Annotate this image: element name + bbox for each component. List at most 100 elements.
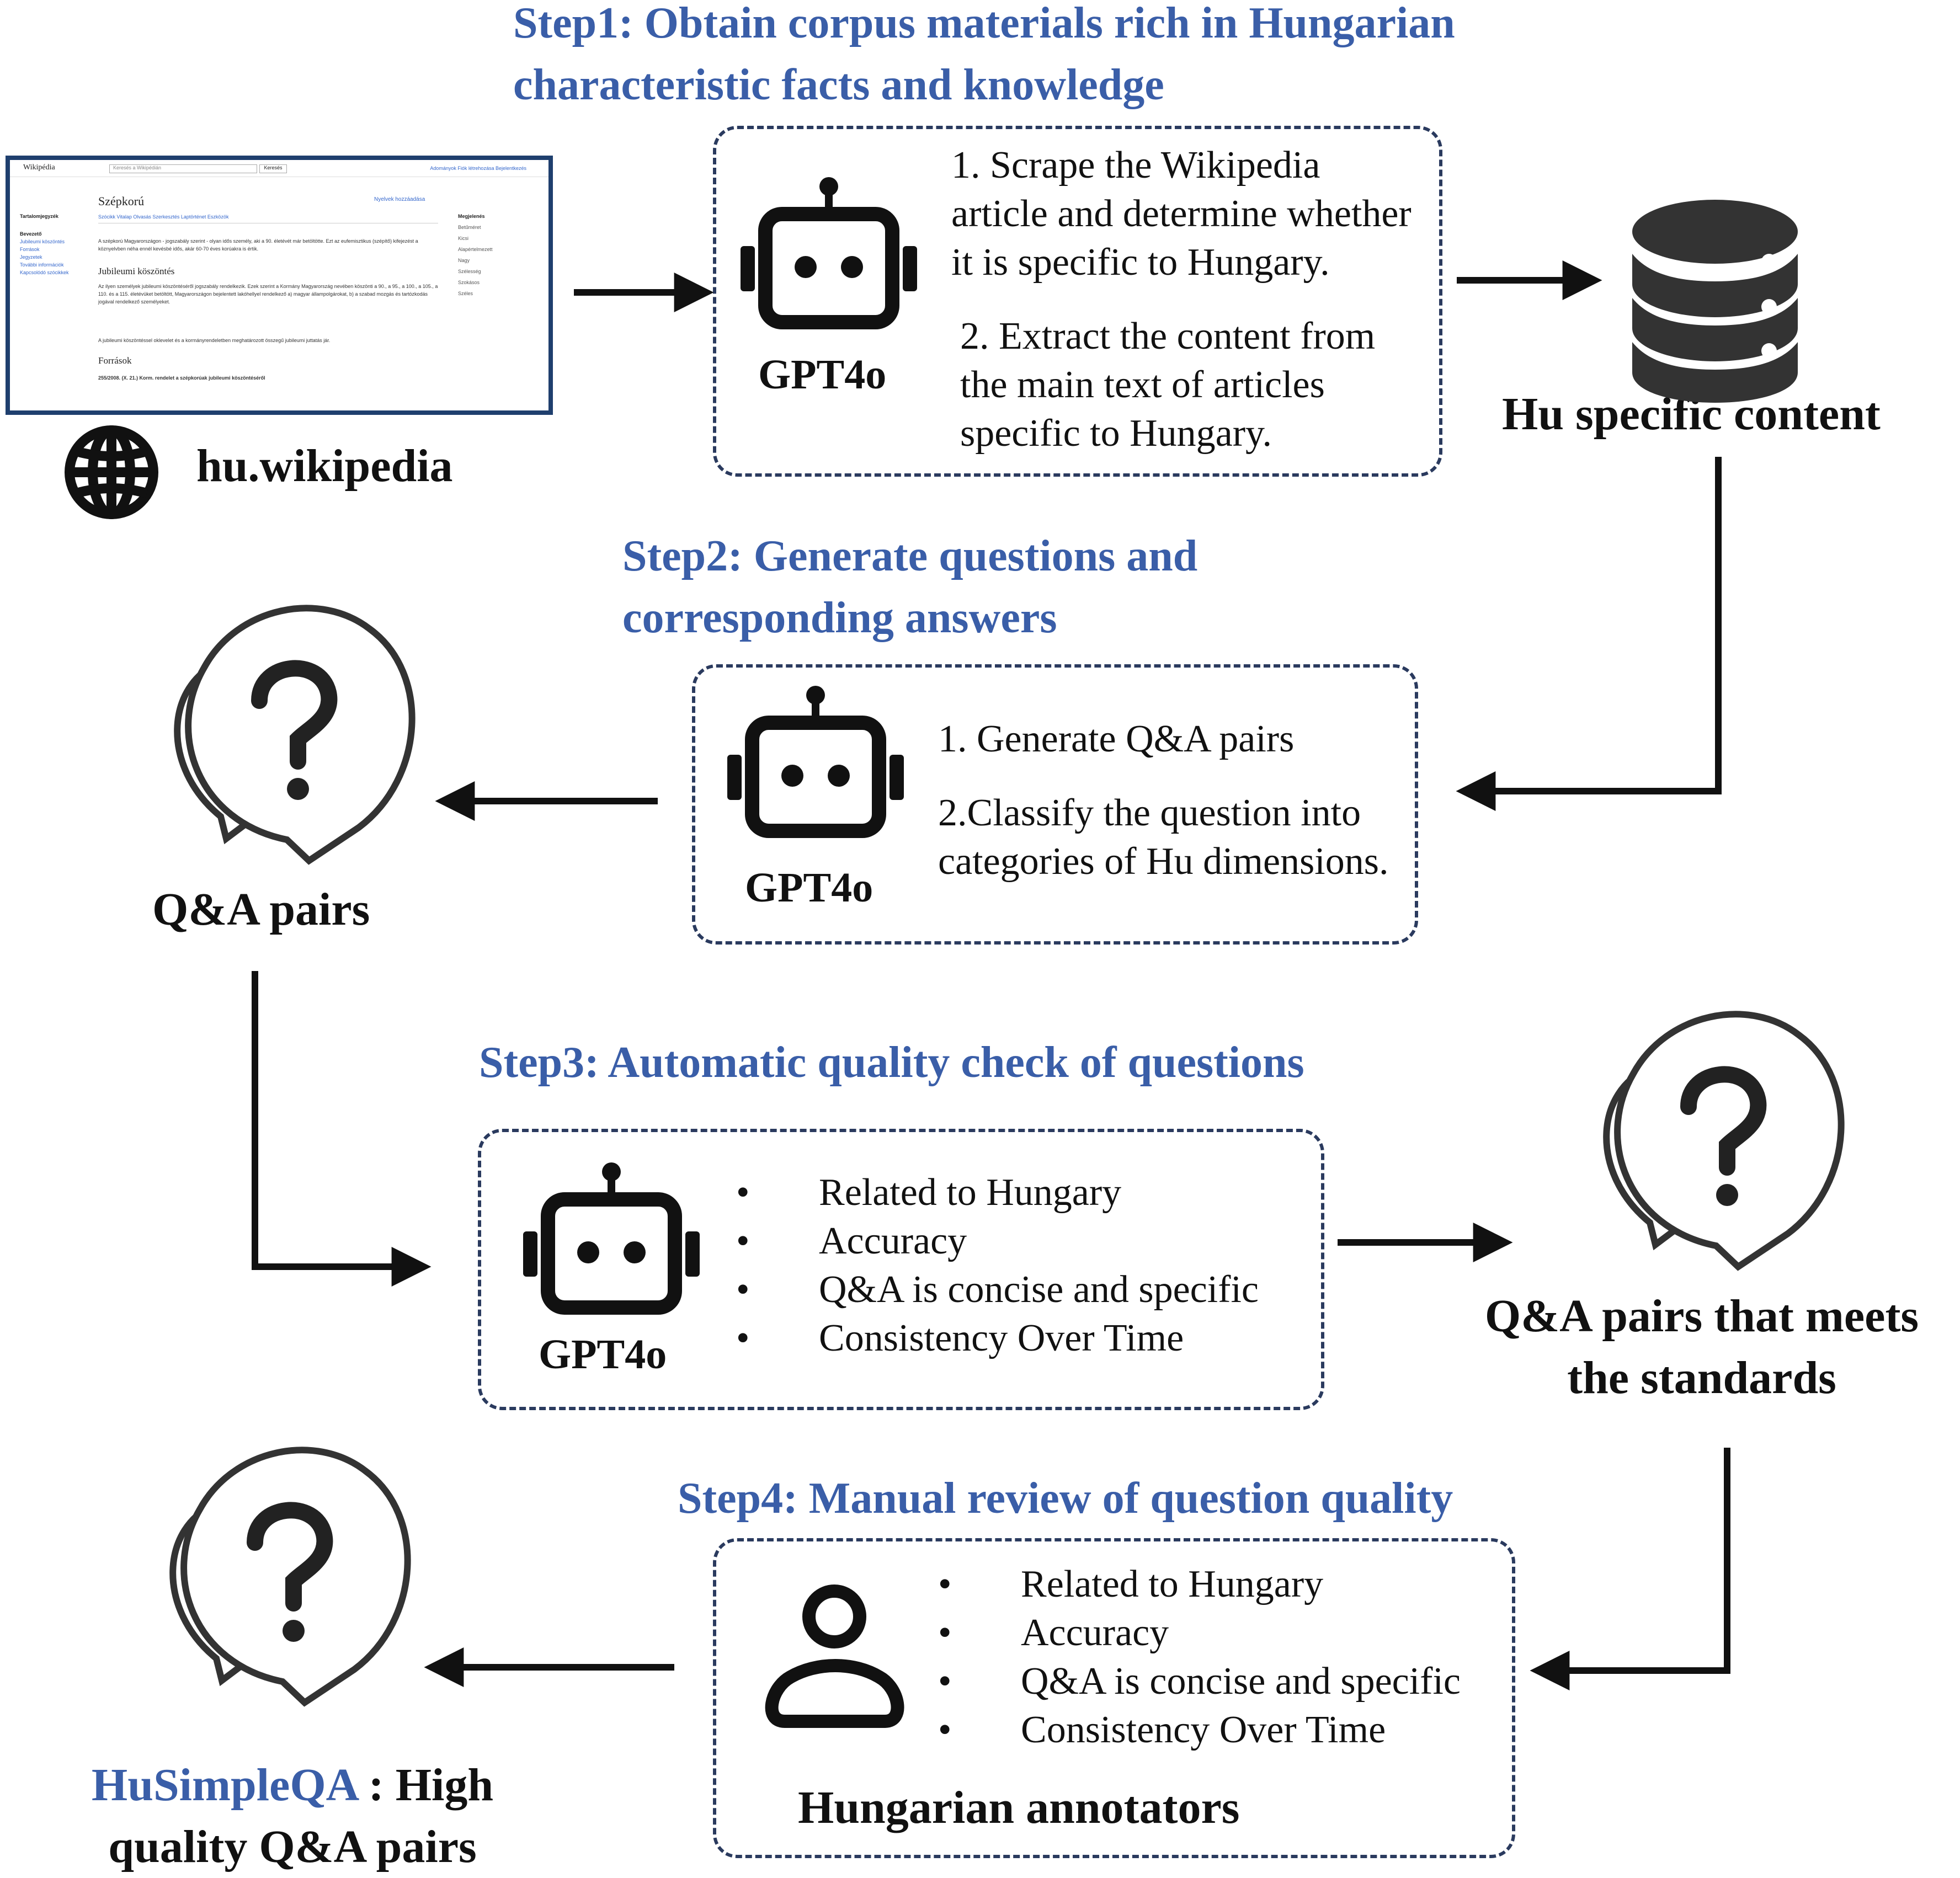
wiki-paragraph: Az ilyen személyek jubileumi köszöntésér…: [98, 284, 438, 305]
step2-title-line1: Step2: Generate questions and: [622, 532, 1198, 580]
final-line1-rest: High: [395, 1759, 494, 1811]
step2-box: [692, 664, 1418, 945]
wiki-panel-item: Szélesség: [458, 269, 481, 274]
arrow-icon: [252, 971, 432, 1287]
robot-icon: [523, 1162, 700, 1308]
wikipedia-screenshot: Wikipédia Keresés a Wikipédián Keresés A…: [6, 156, 553, 415]
box4-checklist: • Related to Hungary • Accuracy • Q&A is co…: [938, 1560, 1501, 1759]
wiki-toc-item: Bevezető: [20, 231, 42, 237]
bullet-dot: •: [736, 1171, 750, 1214]
wiki-panel-item: Alapértelmezett: [458, 247, 493, 252]
wiki-tabs: Szócikk Vitalap Olvasás Szerkesztés Lapt…: [98, 214, 438, 223]
arrow-icon: [1456, 457, 1722, 811]
step1-title-line1: Step1: Obtain corpus materials rich in H…: [513, 0, 1455, 47]
question-bubble-icon: [177, 608, 412, 861]
checklist-item: Related to Hungary: [819, 1171, 1122, 1214]
wiki-panel-item: Szokásos: [458, 280, 480, 285]
qa-standard-line2: the standards: [1567, 1352, 1836, 1404]
box3-checklist: • Related to Hungary • Accuracy • Q&A is co…: [736, 1169, 1288, 1367]
box2-task-2: 2.Classify the question into categories …: [938, 789, 1388, 886]
wiki-toc-heading: Tartalomjegyzék: [20, 214, 58, 219]
checklist-item: Accuracy: [819, 1220, 967, 1262]
robot-icon: [727, 686, 904, 831]
box1-task-b-line: 2. Extract the content from: [960, 315, 1376, 358]
box1-agent-label: GPT4o: [758, 351, 887, 398]
step2-title-line2: corresponding answers: [622, 594, 1057, 642]
database-icon: [1632, 200, 1798, 403]
box1-task-b-line: the main text of articles: [960, 364, 1325, 406]
wiki-toc-item: Források: [20, 247, 40, 252]
final-label: HuSimpleQA : High quality Q&A pairs: [66, 1754, 519, 1878]
step1-title: Step1: Obtain corpus materials rich in H…: [513, 0, 1455, 116]
wiki-toc-item: Kapcsolódó szócikkek: [20, 270, 69, 275]
checklist-item: Related to Hungary: [1021, 1563, 1324, 1605]
bullet-dot: •: [938, 1612, 952, 1654]
annotators-label: Hungarian annotators: [798, 1782, 1240, 1833]
bullet-dot: •: [938, 1660, 952, 1703]
step3-box: [478, 1129, 1324, 1410]
box2-task-1: 1. Generate Q&A pairs: [938, 718, 1295, 760]
step1-title-line2: characteristic facts and knowledge: [513, 61, 1164, 109]
source-label: hu.wikipedia: [196, 440, 453, 492]
step1-box: [713, 126, 1442, 477]
box1-task-b-line: specific to Hungary.: [960, 412, 1272, 455]
step2-title: Step2: Generate questions and correspond…: [622, 525, 1197, 649]
wiki-section-heading: Jubileumi köszöntés: [98, 266, 175, 276]
wiki-topbar: Wikipédia Keresés a Wikipédián Keresés A…: [10, 160, 548, 177]
wiki-appearance-panel: Megjelenés Betűméret Kicsi Alapértelmeze…: [458, 211, 519, 299]
wiki-toc-item: Jubileumi köszöntés: [20, 239, 65, 244]
checklist-item: Q&A is concise and specific: [1021, 1660, 1461, 1703]
wiki-paragraph: A szépkorú Magyarországon - jogszabály s…: [98, 238, 418, 252]
final-name: HuSimpleQA: [91, 1759, 357, 1811]
bullet-dot: •: [736, 1220, 750, 1262]
globe-icon: [65, 425, 158, 519]
wiki-panel-item: Kicsi: [458, 236, 469, 241]
wiki-languages: Nyelvek hozzáadása: [374, 196, 425, 202]
box1-task-b: 2. Extract the content from the main tex…: [960, 312, 1375, 458]
question-bubble-icon: [173, 1450, 407, 1703]
final-separator: :: [356, 1759, 396, 1811]
box2-task-2-line: categories of Hu dimensions.: [938, 840, 1389, 883]
bullet-dot: •: [736, 1268, 750, 1311]
wiki-search-button: Keresés: [259, 164, 287, 173]
box1-task-a-line: it is specific to Hungary.: [951, 241, 1330, 284]
bullet-dot: •: [736, 1317, 750, 1359]
checklist-item: Accuracy: [1021, 1612, 1169, 1654]
bullet-dot: •: [938, 1709, 952, 1751]
wiki-toc-item: További információk: [20, 262, 64, 268]
robot-icon: [741, 177, 917, 322]
step3-title: Step3: Automatic quality check of questi…: [479, 1038, 1304, 1087]
question-bubble-icon: [1606, 1014, 1841, 1267]
wiki-panel-item: Betűméret: [458, 225, 481, 230]
step4-box: [713, 1538, 1515, 1858]
wiki-toc-item: Jegyzetek: [20, 254, 42, 260]
box2-agent-label: GPT4o: [745, 865, 874, 911]
wiki-search-input: Keresés a Wikipédián: [109, 164, 257, 173]
qa-standard-line1: Q&A pairs that meets: [1484, 1290, 1919, 1342]
checklist-item: Consistency Over Time: [1021, 1709, 1386, 1751]
box1-task-a-line: article and determine whether: [951, 193, 1412, 235]
qa-pairs-label: Q&A pairs: [152, 884, 370, 935]
wiki-reference: 255/2008. (X. 21.) Korm. rendelet a szép…: [98, 375, 265, 381]
box2-task-2-line: 2.Classify the question into: [938, 792, 1361, 834]
qa-standard-label: Q&A pairs that meets the standards: [1476, 1285, 1928, 1409]
wiki-panel-item: Széles: [458, 291, 473, 296]
box1-task-a-line: 1. Scrape the Wikipedia: [951, 144, 1320, 186]
box1-task-a: 1. Scrape the Wikipedia article and dete…: [951, 141, 1412, 287]
checklist-item: Q&A is concise and specific: [819, 1268, 1259, 1311]
step4-title: Step4: Manual review of question quality: [678, 1474, 1453, 1523]
box3-agent-label: GPT4o: [539, 1331, 667, 1378]
wiki-logo: Wikipédia: [23, 163, 55, 172]
wiki-paragraph: A jubileumi köszöntéssel oklevelet és a …: [98, 338, 331, 343]
person-icon: [765, 1584, 904, 1728]
wiki-article-title: Szépkorú: [98, 194, 145, 208]
wiki-panel-item: Nagy: [458, 258, 470, 263]
final-line2: quality Q&A pairs: [108, 1821, 477, 1872]
arrow-icon: [1530, 1448, 1730, 1690]
wiki-sidebar: Tartalomjegyzék Bevezető Jubileumi köszö…: [20, 212, 86, 276]
wiki-account-links: Adományok Fiók létrehozása Bejelentkezés: [430, 166, 526, 171]
wiki-panel-item: Megjelenés: [458, 214, 485, 219]
checklist-item: Consistency Over Time: [819, 1317, 1184, 1359]
wiki-section-heading: Források: [98, 355, 132, 366]
